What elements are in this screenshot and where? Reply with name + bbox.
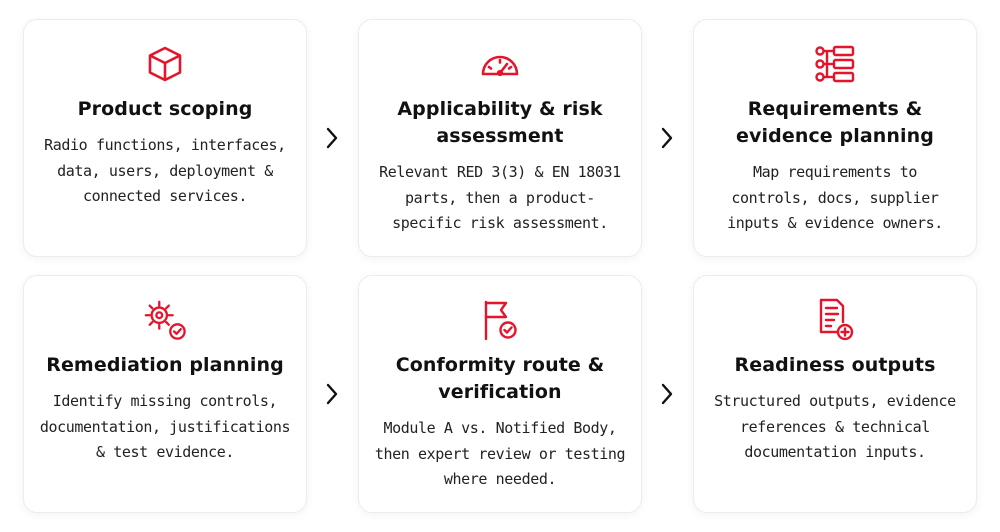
hierarchy-icon — [813, 42, 857, 86]
step-card-readiness-outputs: Readiness outputs Structured outputs, ev… — [693, 275, 977, 513]
chevron-right-icon — [655, 382, 679, 406]
step-card-remediation-planning: Remediation planning Identify missing co… — [23, 275, 307, 513]
step-description: Radio functions, interfaces,data, users,… — [44, 136, 286, 205]
step-card-requirements-evidence: Requirements &evidence planning Map requ… — [693, 19, 977, 257]
step-card-conformity-route: Conformity route &verification Module A … — [358, 275, 642, 513]
chevron-right-icon — [320, 126, 344, 150]
flag-check-icon — [478, 298, 522, 342]
step-description: Identify missing controls,documentation,… — [39, 392, 291, 461]
step-title: Conformity route &verification — [395, 354, 605, 403]
cube-icon — [143, 42, 187, 86]
document-add-icon — [813, 298, 857, 342]
step-title: Requirements &evidence planning — [736, 98, 934, 147]
gauge-icon — [478, 42, 522, 86]
gear-check-icon — [143, 298, 187, 342]
chevron-right-icon — [655, 126, 679, 150]
chevron-right-icon — [320, 382, 344, 406]
step-description: Module A vs. Notified Body,then expert r… — [374, 419, 626, 488]
step-card-product-scoping: Product scoping Radio functions, interfa… — [23, 19, 307, 257]
step-title: Product scoping — [77, 98, 253, 120]
step-title: Readiness outputs — [734, 354, 936, 376]
step-title: Remediation planning — [46, 354, 284, 376]
